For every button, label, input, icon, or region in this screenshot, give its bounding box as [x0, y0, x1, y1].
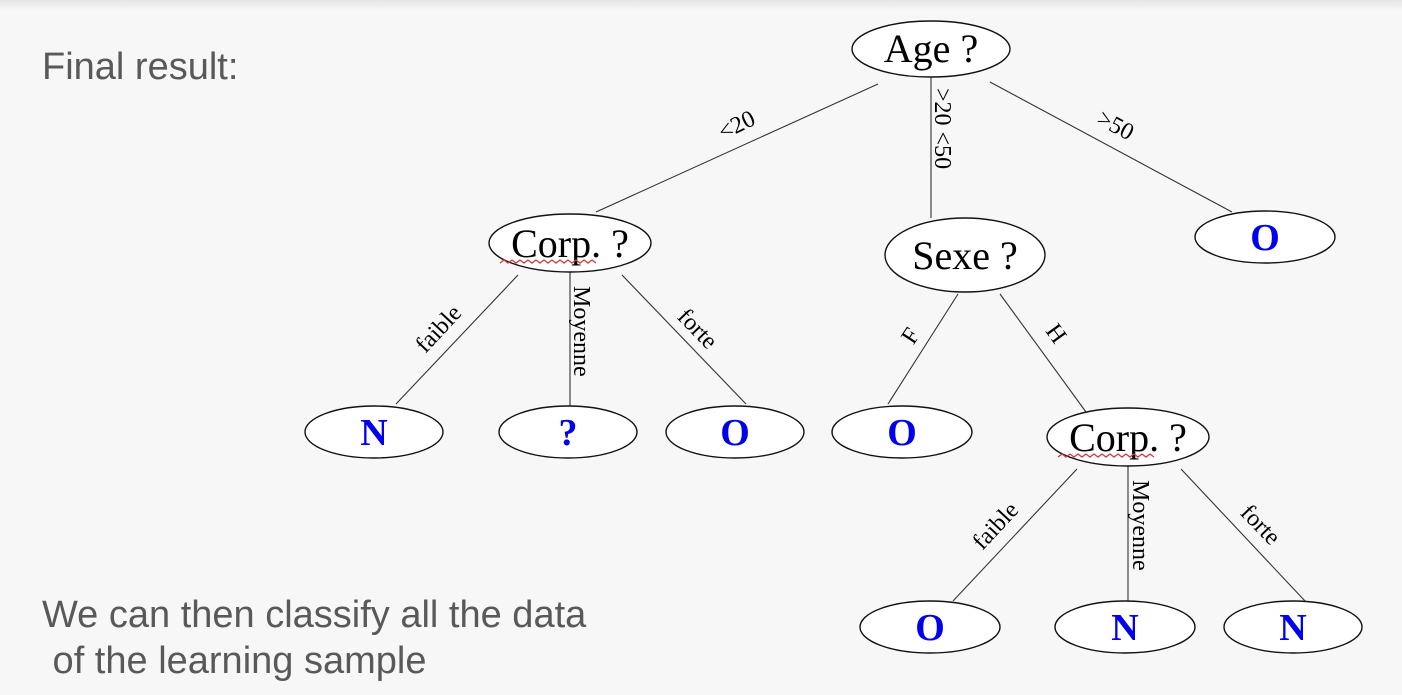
edge-label-corp2-forte: forte: [1235, 500, 1285, 551]
edge-label-corp1-moyenne: Moyenne: [568, 286, 594, 377]
leaf-f-label: O: [887, 412, 917, 454]
node-corp2: Corp. ?: [1046, 407, 1210, 467]
caption-line-2: of the learning sample: [42, 640, 427, 682]
edge-label-corp2-moyenne: Moyenne: [1127, 480, 1153, 571]
leaf-moyenne2-label: N: [1111, 607, 1138, 649]
edge-label-sexe-h: H: [1040, 319, 1071, 348]
edge-corp1-to-faible: [395, 274, 519, 405]
edge-corp1-to-forte: [621, 274, 747, 405]
node-corp2-label: Corp. ?: [1069, 415, 1187, 460]
edge-age-to-leaf-over50: [989, 81, 1233, 213]
leaf-moyenne1: ?: [498, 405, 638, 459]
node-corp1-label: Corp. ?: [511, 221, 629, 266]
edge-age-to-corp1: [595, 83, 879, 213]
node-age: Age ?: [851, 20, 1011, 78]
leaf-faible1: N: [304, 405, 444, 459]
leaf-over50: O: [1194, 210, 1336, 264]
edge-sexe-to-h: [999, 293, 1087, 413]
leaf-faible2-label: O: [915, 607, 945, 649]
caption-line-1: We can then classify all the data: [42, 594, 587, 636]
edge-corp2-to-faible: [952, 468, 1078, 602]
leaf-forte2: N: [1223, 600, 1363, 654]
slide-top-edge: [0, 0, 1402, 10]
leaf-over50-label: O: [1250, 217, 1280, 259]
edge-sexe-to-f: [887, 293, 959, 405]
spellcheck-underline: [1057, 453, 1155, 458]
leaf-faible1-label: N: [360, 412, 387, 454]
edge-label-sexe-f: F: [897, 324, 926, 349]
leaf-f: O: [831, 405, 973, 459]
leaf-forte1: O: [665, 405, 805, 459]
edge-label-corp2-faible: faible: [968, 497, 1024, 555]
node-sexe-label: Sexe ?: [912, 233, 1018, 278]
node-age-label: Age ?: [884, 26, 978, 71]
edge-corp2-to-forte: [1180, 468, 1306, 602]
edge-label-mid: >20 <50: [929, 88, 955, 169]
node-sexe: Sexe ?: [884, 217, 1046, 293]
leaf-moyenne2: N: [1054, 600, 1196, 654]
edge-label-corp1-faible: faible: [411, 300, 467, 358]
slide-title: Final result:: [42, 46, 239, 88]
slide-caption: We can then classify all the data of the…: [42, 592, 586, 684]
spellcheck-underline: [499, 259, 597, 264]
leaf-moyenne1-label: ?: [559, 412, 578, 454]
leaf-forte1-label: O: [720, 412, 750, 454]
leaf-faible2: O: [859, 600, 1001, 654]
edge-label-gt50: >50: [1093, 106, 1138, 147]
leaf-forte2-label: N: [1279, 607, 1306, 649]
edge-label-lt20: <20: [714, 106, 759, 146]
node-corp1: Corp. ?: [488, 213, 652, 273]
edge-label-corp1-forte: forte: [672, 304, 722, 355]
